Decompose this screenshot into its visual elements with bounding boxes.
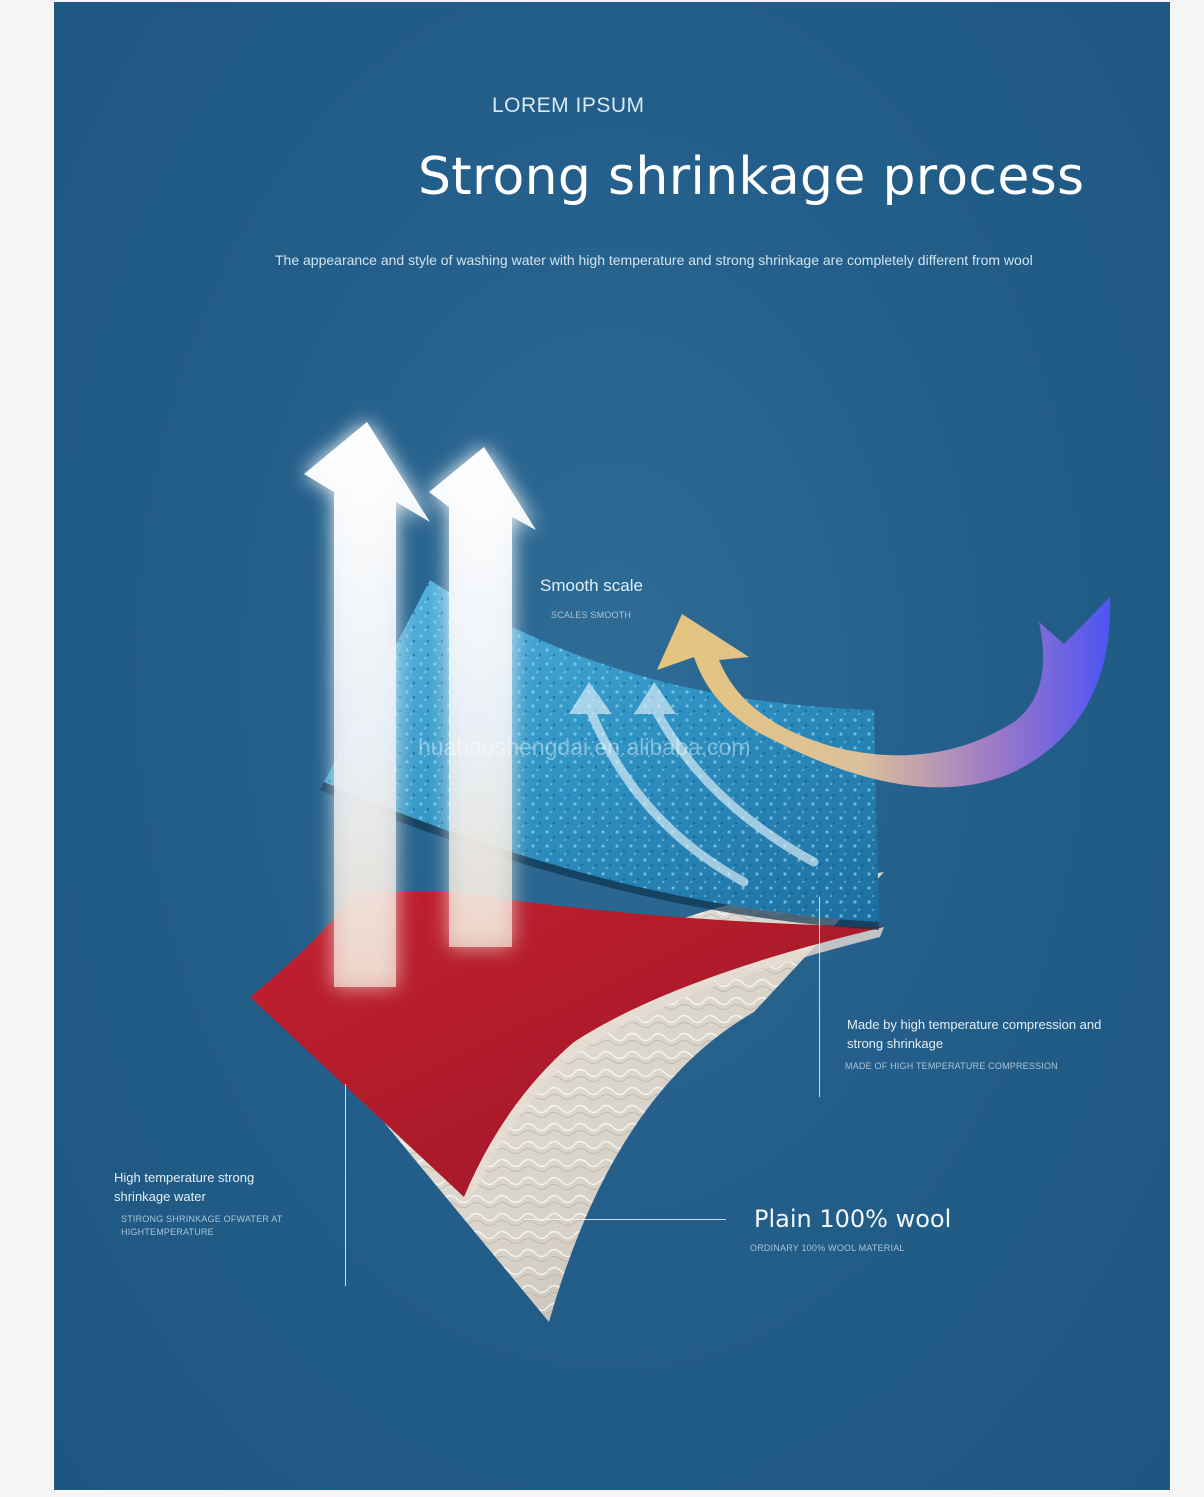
water-leader-line	[345, 1084, 346, 1286]
watermark-text: huabaoshengdai.en.alibaba.com	[418, 734, 751, 760]
flow-arrows	[569, 682, 819, 887]
wool-title: Plain 100% wool	[754, 1205, 952, 1233]
page-title: Strong shrinkage process	[418, 147, 1085, 207]
page-subtitle: The appearance and style of washing wate…	[275, 252, 1033, 268]
eyebrow-text: LOREM IPSUM	[492, 94, 645, 117]
swoosh-arrow	[657, 597, 1111, 788]
heat-arrow-left	[304, 422, 430, 987]
wool-caption: ORDINARY 100% WOOL MATERIAL	[750, 1243, 905, 1253]
compression-caption: MADE OF HIGH TEMPERATURE COMPRESSION	[845, 1061, 1058, 1071]
smooth-scale-caption: SCALES SMOOTH	[551, 610, 632, 620]
compression-leader-line	[819, 897, 820, 1097]
smooth-scale-title: Smooth scale	[540, 576, 643, 595]
water-title: High temperature strong shrinkage water	[114, 1170, 255, 1204]
red-layer	[250, 892, 884, 1202]
water-caption: STIRONG SHRINKAGE OFWATER AT HIGHTEMPERA…	[121, 1214, 283, 1237]
compression-title: Made by high temperature compression and…	[847, 1017, 1102, 1051]
heat-arrow-right	[429, 447, 536, 947]
product-panel: LOREM IPSUM Strong shrinkage process The…	[54, 2, 1170, 1490]
wool-layer	[359, 872, 884, 1322]
layer-illustration	[250, 422, 1111, 1322]
wool-leader-line	[524, 1219, 726, 1220]
